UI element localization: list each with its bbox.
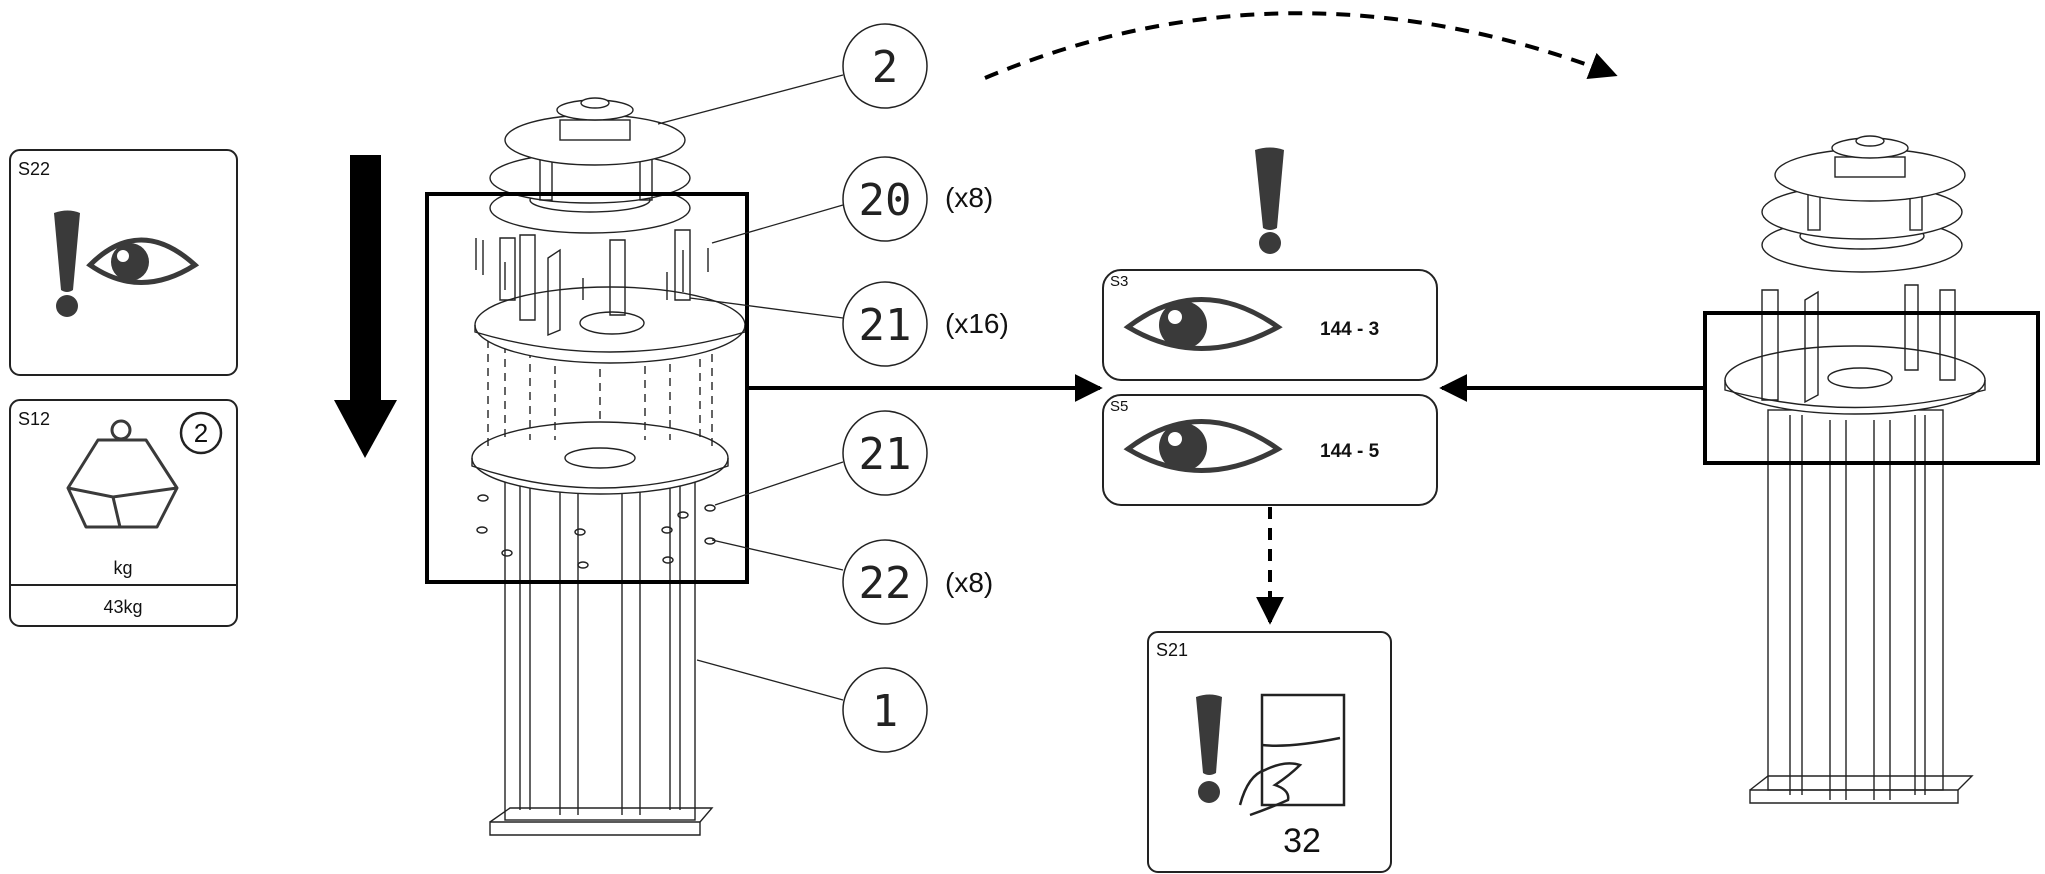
panel-s21-code: S21	[1156, 640, 1188, 660]
callout-22-qty: (x8)	[945, 567, 993, 598]
callout-1: 1	[842, 667, 928, 753]
down-arrow-icon	[334, 155, 397, 458]
panel-s5: S5 144 - 5	[1102, 394, 1438, 506]
callout-2: 2	[842, 23, 928, 109]
eye-icon	[86, 237, 200, 285]
callout-20: 20 (x8)	[842, 156, 993, 242]
svg-text:21: 21	[859, 429, 912, 480]
callout-21-top: 21 (x16)	[842, 281, 1009, 367]
weight-icon	[66, 419, 179, 529]
panel-s12: S12 2 kg 43kg	[9, 399, 238, 627]
callout-22: 22 (x8)	[842, 539, 993, 625]
svg-text:20: 20	[859, 175, 912, 226]
svg-text:2: 2	[872, 42, 899, 93]
panel-s3-code: S3	[1110, 273, 1128, 290]
panel-s3: S3 144 - 3	[1102, 269, 1438, 381]
callout-21-bottom: 21	[842, 410, 928, 496]
detail-frame-right	[1703, 311, 2040, 465]
weight-value: 43kg	[103, 597, 142, 617]
warning-exclamation-icon	[1255, 147, 1284, 254]
warning-exclamation-icon	[1196, 694, 1222, 803]
exploded-assembly	[471, 97, 746, 836]
assembled-column	[1724, 135, 1986, 804]
detail-frame-left	[425, 192, 749, 584]
panel-s21: S21 32	[1147, 631, 1392, 873]
callout-20-qty: (x8)	[945, 182, 993, 213]
callout-21-qty: (x16)	[945, 308, 1009, 339]
warning-exclamation-icon	[54, 210, 80, 317]
panel-s3-ref: 144 - 3	[1320, 319, 1379, 340]
svg-text:1: 1	[872, 686, 899, 737]
two-person-lift-badge: 2	[179, 411, 223, 455]
callout-leaders	[657, 74, 844, 701]
panel-s12-code: S12	[18, 409, 50, 429]
eye-icon	[1123, 419, 1283, 473]
weight-unit: kg	[113, 558, 132, 578]
nuts	[476, 494, 716, 569]
svg-text:2: 2	[194, 418, 208, 448]
panel-s5-ref: 144 - 5	[1320, 441, 1380, 462]
eye-icon	[1123, 297, 1283, 351]
manual-page-number: 32	[1283, 822, 1321, 860]
svg-text:21: 21	[859, 300, 912, 351]
panel-s5-code: S5	[1110, 398, 1128, 415]
panel-s22: S22	[9, 149, 238, 376]
svg-text:22: 22	[859, 558, 912, 609]
bolts	[475, 238, 709, 300]
panel-s22-code: S22	[18, 159, 50, 179]
column-base	[489, 474, 714, 836]
curved-dashed-arrow	[984, 11, 1618, 80]
manual-page-icon	[1238, 693, 1346, 817]
